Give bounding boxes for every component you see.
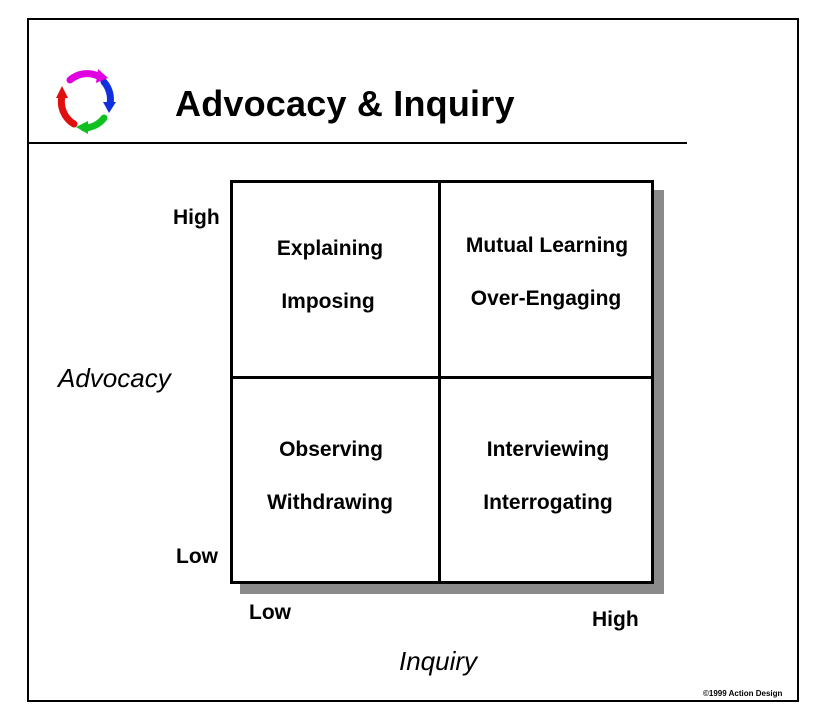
y-axis-high-label: High xyxy=(173,206,220,229)
x-axis-title: Inquiry xyxy=(399,646,478,676)
cycle-arrows-icon xyxy=(56,69,116,134)
quadrant-bottom-right-line1: Interviewing xyxy=(486,438,610,461)
page-title: Advocacy & Inquiry xyxy=(175,83,515,124)
y-axis-low-label: Low xyxy=(176,545,218,568)
copyright-notice: ©1999 Action Design xyxy=(703,689,783,698)
logo-arc-blue xyxy=(100,78,114,108)
quadrant-top-left-line2: Imposing xyxy=(281,290,375,313)
slide-frame xyxy=(27,18,799,702)
logo-arc-red xyxy=(57,92,78,128)
y-axis-title: Advocacy xyxy=(58,363,171,393)
title-divider xyxy=(27,142,687,144)
logo-arc-magenta xyxy=(66,70,102,84)
matrix-horizontal-divider xyxy=(230,376,654,379)
matrix-vertical-divider xyxy=(438,180,441,584)
quadrant-bottom-left-line1: Observing xyxy=(279,438,383,461)
quadrant-bottom-left-line2: Withdrawing xyxy=(267,491,393,514)
quadrant-bottom-right-line2: Interrogating xyxy=(483,491,613,514)
quadrant-top-left-line1: Explaining xyxy=(276,237,384,260)
x-axis-high-label: High xyxy=(592,608,639,631)
x-axis-low-label: Low xyxy=(249,601,291,624)
quadrant-top-right-line2: Over-Engaging xyxy=(470,287,622,310)
quadrant-matrix xyxy=(230,180,654,584)
quadrant-top-right-line1: Mutual Learning xyxy=(465,234,629,257)
